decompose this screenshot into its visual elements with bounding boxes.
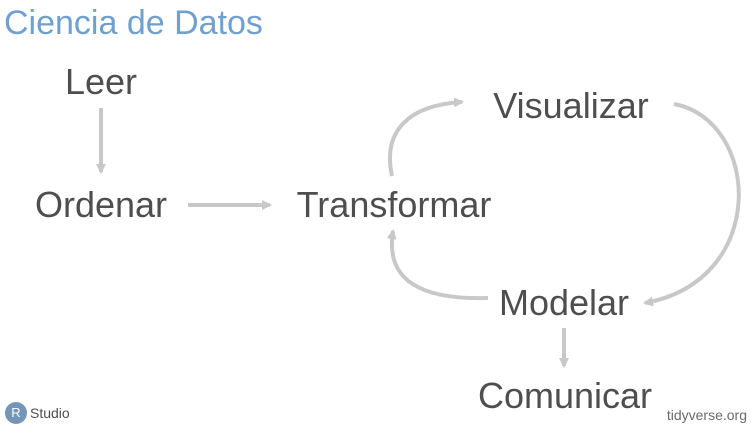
footer-url: tidyverse.org — [666, 407, 747, 423]
r-logo-icon: R — [5, 402, 27, 424]
node-leer: Leer — [64, 61, 138, 102]
rstudio-logo-text: Studio — [30, 405, 70, 421]
arrow-modelar-transformar — [386, 229, 489, 301]
node-visualizar: Visualizar — [493, 85, 649, 126]
arrow-visualizar-modelar — [643, 102, 741, 307]
diagram-title: Ciencia de Datos — [4, 4, 263, 42]
node-transformar: Transformar — [296, 184, 492, 225]
node-modelar: Modelar — [498, 282, 630, 323]
node-ordenar: Ordenar — [34, 184, 168, 225]
node-comunicar: Comunicar — [477, 375, 653, 416]
arrow-transformar-visualizar — [388, 97, 464, 177]
rstudio-logo: R Studio — [5, 402, 70, 424]
